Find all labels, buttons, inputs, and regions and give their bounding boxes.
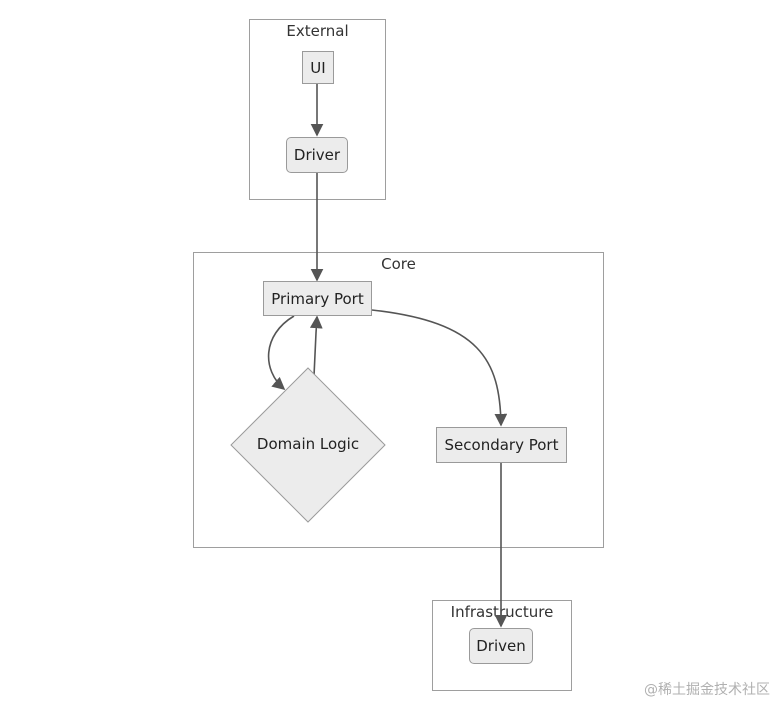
ui-node: UI [302,51,334,84]
domain-logic-label: Domain Logic [256,435,360,453]
domain-logic-diamond [230,367,386,523]
external-cluster-title: External [286,22,349,40]
edge-primary-port-domain-logic [267,315,295,391]
primary-port-node-label: Primary Port [271,289,364,308]
ui-node-label: UI [310,58,326,77]
secondary-port-node: Secondary Port [436,427,567,463]
core-cluster-title: Core [381,255,416,273]
watermark: @稀土掘金技术社区 [644,682,770,698]
primary-port-node: Primary Port [263,281,372,316]
driven-node-label: Driven [476,637,526,655]
edge-domain-logic-primary-port [309,315,323,377]
driver-node-label: Driver [293,146,341,164]
driver-node: Driver [286,137,348,173]
infrastructure-cluster-title: Infrastructure [450,603,554,621]
core-cluster: Core [193,252,604,548]
secondary-port-node-label: Secondary Port [444,436,559,454]
edge-primary-port-secondary-port [371,309,508,427]
driven-node: Driven [469,628,533,664]
